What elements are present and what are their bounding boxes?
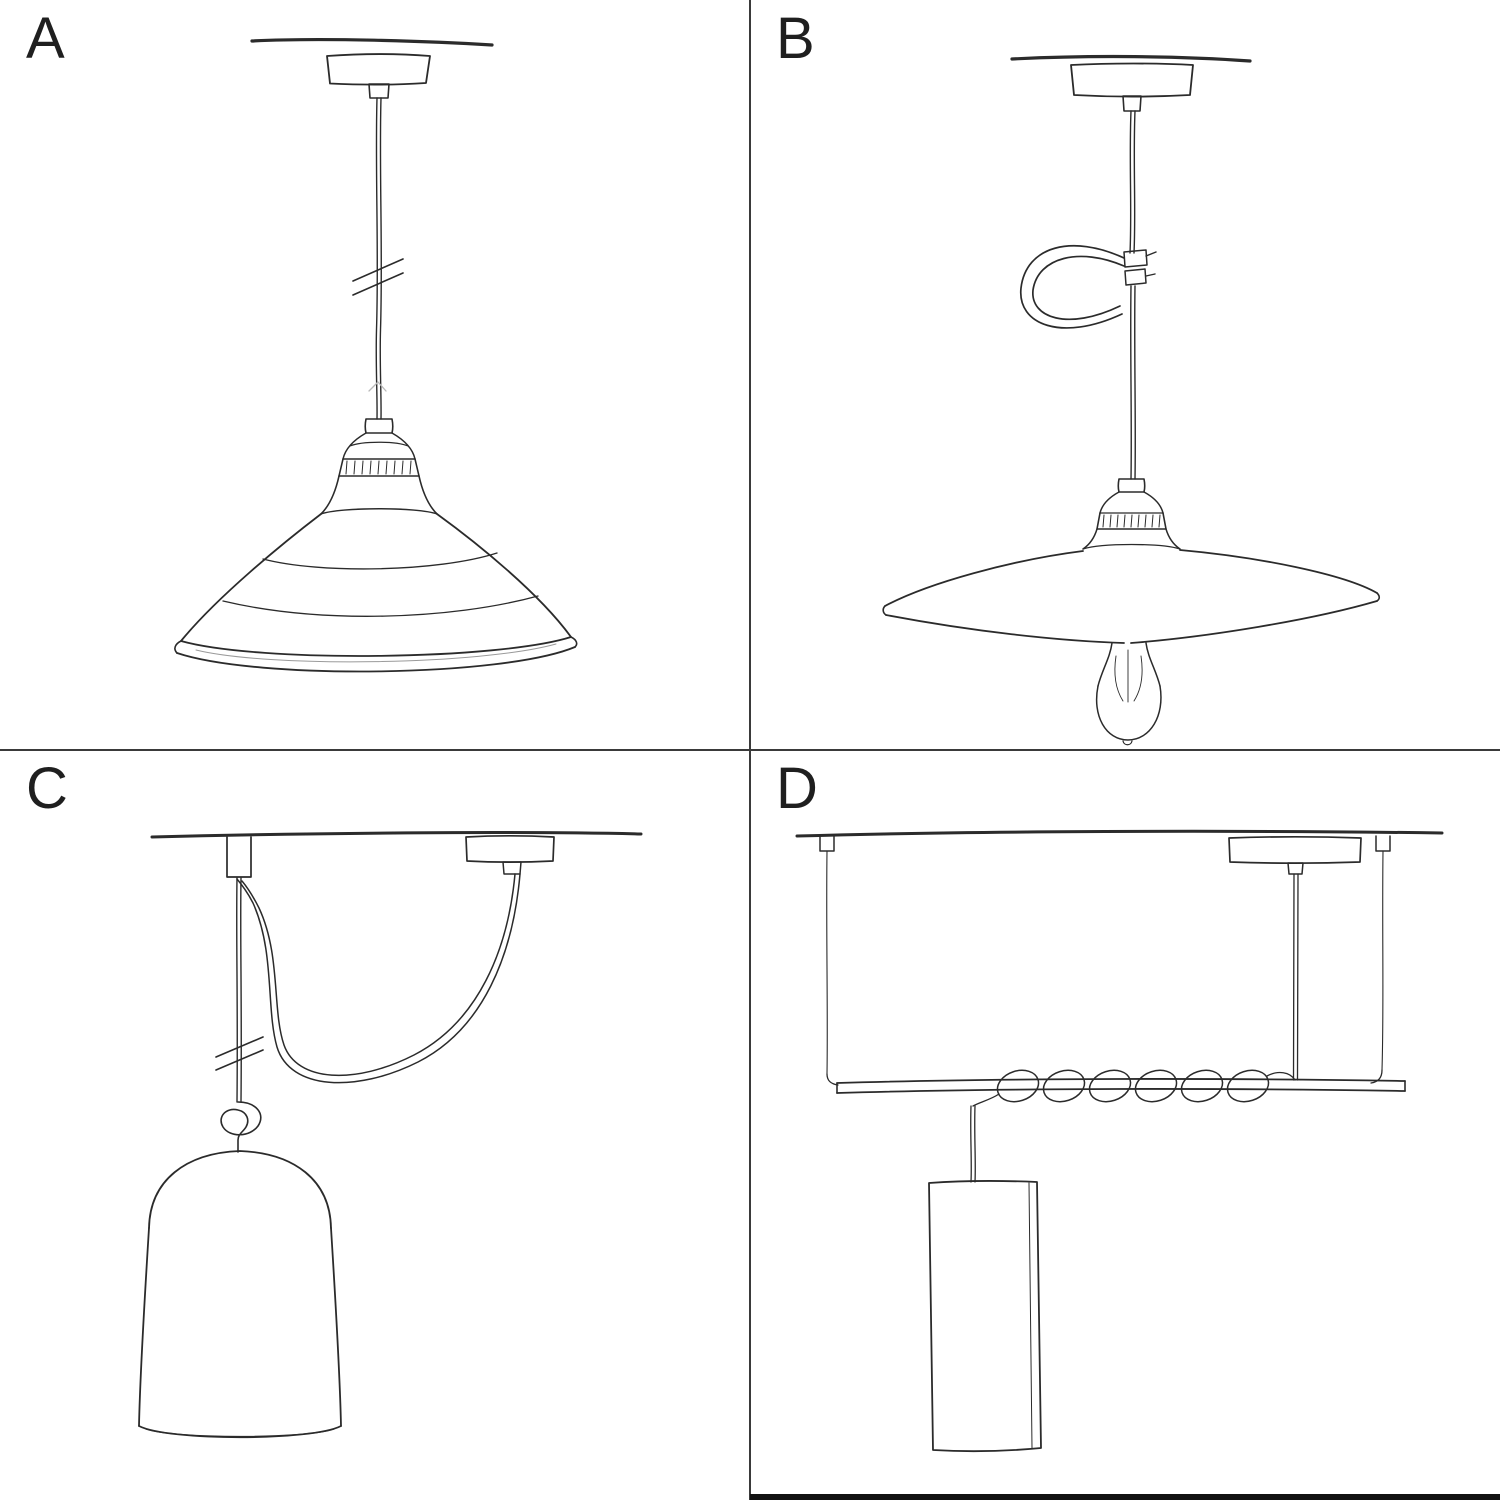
panel-c-label: C — [26, 756, 69, 821]
shade-left-edge — [180, 513, 322, 642]
swag-cable — [236, 873, 521, 1084]
cable — [1134, 285, 1136, 480]
bell-shade-side — [330, 1227, 342, 1427]
bulb-glass — [1095, 685, 1162, 741]
shade-band — [222, 595, 539, 617]
panel-d-label: D — [776, 756, 819, 821]
ceiling-line — [1010, 54, 1252, 63]
cable-knot — [220, 1101, 262, 1153]
bulb-filament — [1133, 655, 1143, 702]
ceiling-rose — [326, 53, 431, 86]
panel-c: C — [0, 750, 750, 1500]
cable-coil-loop — [1180, 1069, 1224, 1103]
length-break-mark — [352, 272, 404, 296]
swag-cable — [241, 873, 516, 1077]
cable-coil-loop — [1134, 1069, 1178, 1103]
cable-chevron-mark — [368, 381, 387, 392]
cable-coil-loop — [996, 1069, 1040, 1103]
socket-cap — [1117, 478, 1146, 493]
shade-rim — [180, 636, 572, 657]
wire-fitting — [819, 835, 835, 852]
bell-shade-dome — [148, 1150, 332, 1229]
bell-shade-rim — [138, 1425, 342, 1439]
plate-shade-bottom — [1130, 600, 1378, 644]
cable — [379, 97, 383, 420]
panel-b-label: B — [776, 6, 816, 71]
cable-coil-loop — [1226, 1069, 1270, 1103]
socket-cap — [364, 418, 394, 434]
cable — [240, 877, 242, 1103]
panel-d: D — [750, 750, 1500, 1500]
thread-hatching — [345, 460, 412, 475]
swag-hook-loop — [1020, 245, 1125, 329]
thread-hatching — [1102, 514, 1161, 528]
cable-clip — [1123, 249, 1148, 268]
cable — [970, 1105, 972, 1183]
cable-gland — [368, 83, 390, 99]
bottom-rule — [750, 1494, 1500, 1500]
shade-band — [262, 552, 498, 570]
plate-shade-top — [1179, 549, 1378, 594]
suspension-wire — [826, 850, 828, 1075]
horizontal-divider — [0, 749, 1500, 751]
threaded-ring — [1096, 512, 1167, 530]
ceiling-line — [795, 829, 1444, 838]
bell-shade-side — [138, 1227, 150, 1427]
cable — [236, 877, 238, 1103]
bulb-neck — [1145, 642, 1161, 687]
wire-fitting — [1375, 835, 1391, 852]
cable-clip — [1124, 268, 1147, 286]
ceiling-hook-bracket — [226, 836, 252, 878]
bell-shade-rim — [145, 1428, 335, 1438]
length-break-mark — [215, 1036, 264, 1058]
tube-shade-edge-line — [1028, 1182, 1033, 1449]
cable — [974, 1105, 976, 1183]
cable — [1130, 285, 1132, 480]
cable-coil-loop — [1042, 1069, 1086, 1103]
panel-a: A — [0, 0, 750, 750]
panel-a-label: A — [26, 6, 66, 71]
suspension-wire — [1381, 850, 1384, 1071]
ceiling-rose — [1228, 836, 1362, 864]
pendant-industrial-shade-sketch-icon — [174, 37, 578, 673]
plate-shade-top — [884, 550, 1084, 607]
cable — [1292, 873, 1295, 1081]
bulb-filament — [1114, 655, 1124, 702]
hanging-bar — [836, 1078, 1406, 1084]
shade-right-edge — [436, 513, 572, 638]
ceiling-line — [250, 37, 494, 47]
cable-gland — [1122, 95, 1142, 112]
tube-shade — [928, 1180, 1042, 1453]
swag-pendant-bell-shade-sketch-icon — [138, 831, 643, 1439]
threaded-ring — [338, 458, 420, 477]
coiled-bar-tube-shade-sketch-icon — [795, 829, 1444, 1453]
cable-coil-loop — [1088, 1069, 1132, 1103]
cable — [1129, 110, 1132, 254]
plate-shade-bottom — [885, 614, 1125, 644]
bulb-tip — [1122, 740, 1133, 746]
ceiling-line — [150, 831, 643, 839]
ceiling-rose — [1070, 62, 1194, 98]
cable-gland — [502, 861, 522, 875]
cable — [1133, 110, 1136, 254]
length-break-mark — [215, 1049, 264, 1071]
cable-gland — [1287, 862, 1304, 875]
cable — [1296, 873, 1299, 1081]
ceiling-rose — [465, 835, 555, 863]
swag-hook-loop — [1032, 255, 1125, 321]
pendant-flat-shade-bulb-sketch-icon — [882, 54, 1381, 746]
bulb-neck — [1097, 642, 1113, 687]
length-break-mark — [352, 258, 404, 282]
hanging-bar — [836, 1088, 1406, 1094]
panel-b: B — [750, 0, 1500, 750]
cable — [375, 97, 379, 420]
shade-rim — [176, 646, 576, 673]
